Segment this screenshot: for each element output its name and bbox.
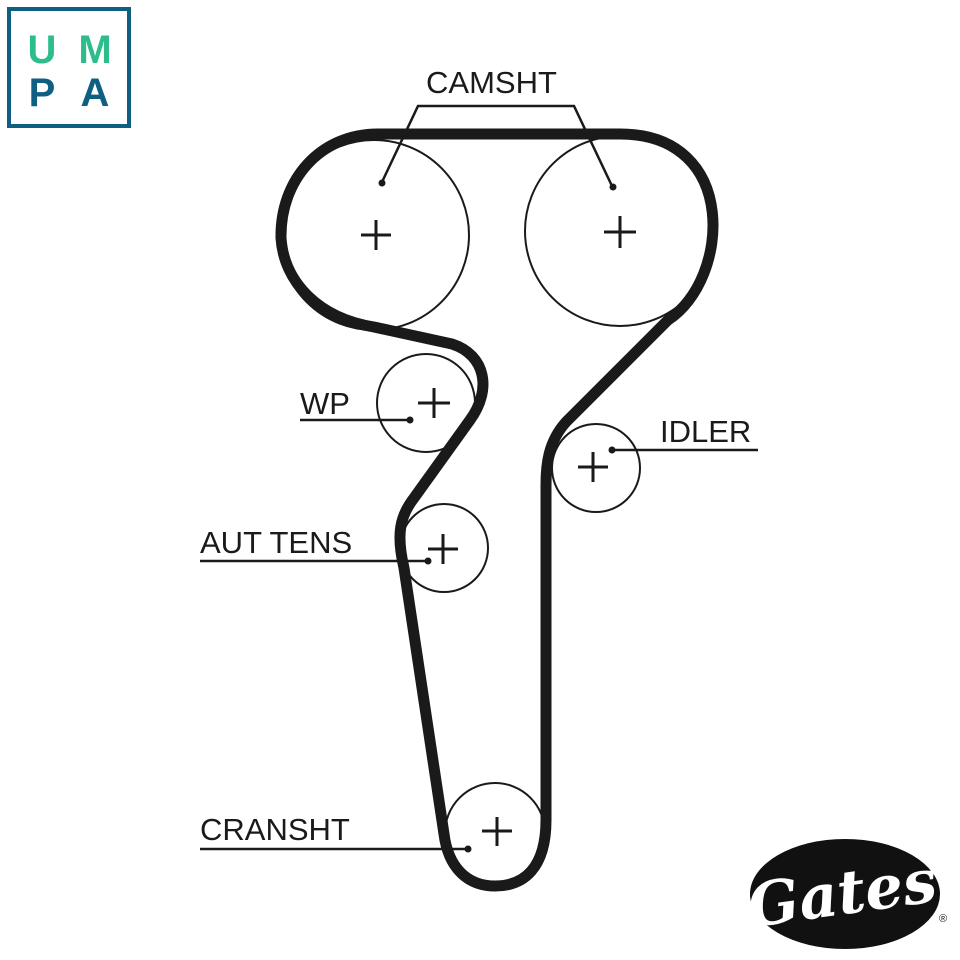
auto-tensioner-label: AUT TENS [200,525,352,560]
idler-center-mark [578,452,608,482]
camshaft-left-center-mark [361,220,391,250]
umpa-logo: U M P A [7,7,131,128]
camshaft-label: CAMSHT [426,65,557,100]
crankshaft-ref-dot [464,845,472,853]
auto-tensioner-center-mark [428,534,458,564]
idler-label: IDLER [660,414,751,449]
idler-ref-dot [608,446,616,454]
camshaft-right-center-mark [604,216,636,248]
camshaft-leader-lines [380,104,614,187]
crankshaft-label: CRANSHT [200,812,350,847]
umpa-letter-u: U [28,28,57,72]
water-pump-ref-dot [406,416,414,424]
timing-belt [275,128,719,892]
water-pump-label: WP [300,386,350,421]
gates-logo: Gates ® [743,839,947,949]
crankshaft-center-mark [482,817,512,846]
camshaft-right-ref-dot [609,183,617,191]
umpa-letter-a: A [81,71,110,115]
umpa-letter-p: P [29,71,56,115]
registered-mark: ® [939,913,947,925]
camshaft-left-ref-dot [378,179,386,187]
auto-tensioner-ref-dot [424,557,432,565]
umpa-logo-frame [7,7,131,128]
gates-logo-oval [750,839,940,949]
water-pump-center-mark [418,388,450,418]
umpa-letter-m: M [78,28,111,72]
